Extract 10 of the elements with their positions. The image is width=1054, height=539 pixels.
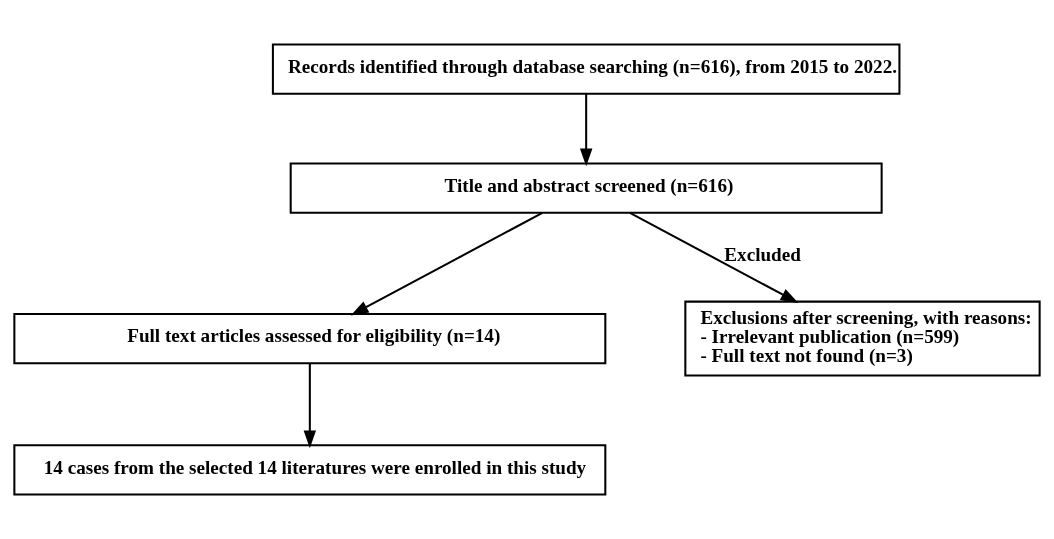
edge-label: Excluded [724, 243, 801, 265]
node-box: Records identified through database searching (n=616), from 2015 to 2022. [271, 43, 901, 95]
node-box: Title and abstract screened (n=616) [289, 162, 883, 214]
arrow [629, 211, 799, 303]
node-box: 14 cases from the selected 14 literatures were enrolled in this study [13, 444, 607, 496]
node-box: Exclusions after screening, with reasons: - Irrelevant publication (n=599) - Full text not found (n=3) [684, 300, 1041, 377]
arrow [350, 211, 543, 316]
arrow [303, 363, 317, 449]
arrow [579, 94, 593, 167]
node-box: Full text articles assessed for eligibility (n=14) [13, 312, 607, 365]
